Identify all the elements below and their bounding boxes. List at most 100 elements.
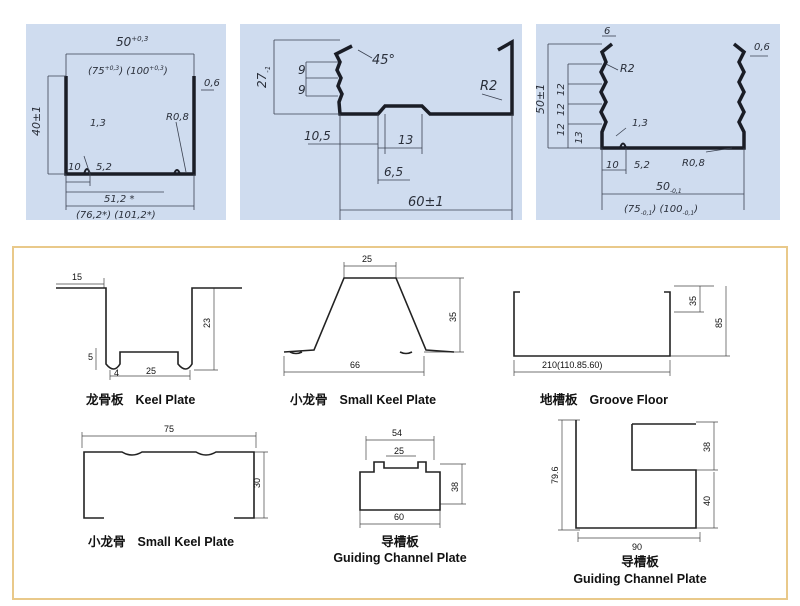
profile-catalog-drawing: 15 23 5 4 25 25 35 66 35 85 210(110.85.6… — [56, 254, 730, 586]
dim-rib: 1,3 — [90, 118, 106, 129]
small-keel-a-dim-25: 25 — [362, 254, 372, 264]
small-keel-b-dim-30: 30 — [252, 478, 262, 488]
dim-rib: 1,3 — [632, 118, 648, 129]
dim-10-5: 10,5 — [304, 129, 331, 143]
dim-12c: 12 — [556, 123, 567, 136]
dim-12b: 12 — [556, 103, 567, 116]
dim-variant-end: ) — [163, 66, 168, 77]
dim-top-width-tol: +0,3 — [131, 35, 148, 43]
groove-floor-dim-85: 85 — [714, 318, 724, 328]
small-keel-a-caption-en: Small Keel Plate — [340, 393, 437, 407]
groove-floor-profile — [513, 291, 671, 357]
groove-floor-dim-210: 210(110.85.60) — [542, 360, 602, 370]
svg-text:50-0,1: 50-0,1 — [656, 180, 682, 195]
dim-variant-2-tol: +0,3 — [149, 65, 164, 72]
dim-thickness: 0,6 — [754, 42, 770, 53]
ribbed-channel-rib — [619, 142, 627, 149]
dim-top-width: 50 — [116, 35, 132, 49]
dim-base-tol: -0,1 — [670, 188, 682, 195]
small-keel-b-caption-cn: 小龙骨 — [87, 534, 126, 549]
dim-variant-1-tol: +0,3 — [105, 65, 120, 72]
guiding-b-dim-38: 38 — [702, 442, 712, 452]
keel-dim-4: 4 — [114, 368, 119, 378]
hat-profile-outline — [333, 38, 514, 116]
dim-height-27: 27 — [255, 72, 269, 88]
small-keel-b-profile — [83, 451, 255, 519]
keel-caption-cn: 龙骨板 — [85, 392, 124, 407]
guiding-a-dim-25: 25 — [394, 446, 404, 456]
dim-base-variants: (76,2*) (101,2*) — [76, 210, 156, 220]
dim-base-v2: ) (100 — [651, 204, 682, 215]
keel-caption-en: Keel Plate — [136, 393, 196, 407]
small-keel-a-dim-66: 66 — [350, 360, 360, 370]
keel-dim-25: 25 — [146, 366, 156, 376]
guiding-b-profile — [575, 420, 697, 529]
dim-radius: R0,8 — [166, 112, 189, 123]
dim-base-v1-tol: -0,1 — [641, 210, 653, 217]
dim-base: 50 — [656, 180, 670, 193]
keel-dim-23: 23 — [202, 318, 212, 328]
svg-text:27-1: 27-1 — [255, 66, 272, 88]
dim-r2: R2 — [620, 62, 635, 75]
keel-plate-profile — [56, 287, 242, 370]
small-keel-a-dim-35: 35 — [448, 312, 458, 322]
guiding-a-dim-54: 54 — [392, 428, 402, 438]
drawing-panel-channel-profile: 50+0,3 (75+0,3) (100+0,3) 40±1 0,6 1,3 R… — [26, 24, 226, 220]
dim-9b: 9 — [298, 83, 306, 97]
keel-dim-5: 5 — [88, 352, 93, 362]
guiding-a-caption-cn: 导槽板 — [381, 534, 419, 549]
dim-r2: R2 — [480, 79, 497, 94]
dim-10: 10 — [68, 162, 81, 173]
dim-base-end: ) — [693, 204, 698, 215]
dim-12a: 12 — [556, 83, 567, 96]
small-keel-b-dim-75: 75 — [164, 424, 174, 434]
dim-radius: R0,8 — [682, 158, 705, 169]
hat-profile-drawing: 27-1 9 9 45° R2 10,5 13 6,5 60±1 — [255, 38, 514, 220]
dim-5-2: 5,2 — [634, 160, 650, 171]
dim-variant-1: (75 — [88, 66, 105, 77]
dim-13: 13 — [574, 131, 585, 144]
dim-6-5: 6,5 — [384, 165, 403, 179]
svg-text:(75+0,3) (100+0,3): (75+0,3) (100+0,3) — [88, 65, 168, 77]
groove-floor-caption-cn: 地槽板 — [540, 392, 578, 407]
dim-height: 40±1 — [30, 106, 43, 136]
dim-6: 6 — [604, 26, 610, 37]
dim-5-2: 5,2 — [96, 162, 112, 173]
keel-dim-15: 15 — [72, 272, 82, 282]
drawing-panel-hat-profile: 27-1 9 9 45° R2 10,5 13 6,5 60±1 — [240, 24, 522, 220]
dim-13: 13 — [398, 133, 413, 147]
drawing-panel-ribbed-channel: 6 0,6 R2 50±1 12 12 12 13 1,3 10 5,2 R0,… — [536, 24, 780, 220]
guiding-b-caption-en: Guiding Channel Plate — [573, 572, 706, 586]
channel-profile-outline — [64, 76, 196, 176]
profile-catalog-panel: 15 23 5 4 25 25 35 66 35 85 210(110.85.6… — [12, 246, 788, 600]
guiding-b-caption-cn: 导槽板 — [621, 554, 659, 569]
guiding-b-dim-90: 90 — [632, 542, 642, 552]
ribbed-channel-drawing: 6 0,6 R2 50±1 12 12 12 13 1,3 10 5,2 R0,… — [536, 26, 770, 217]
dim-width-60: 60±1 — [408, 195, 444, 210]
dim-base-v2-tol: -0,1 — [682, 210, 694, 217]
guiding-a-dim-60: 60 — [394, 512, 404, 522]
ribbed-channel-outline — [599, 42, 747, 150]
dim-10: 10 — [606, 160, 619, 171]
dim-height-27-tol: -1 — [264, 66, 272, 73]
dim-angle: 45° — [372, 53, 395, 68]
guiding-b-dim-79-6: 79.6 — [550, 466, 560, 484]
dim-9a: 9 — [298, 63, 306, 77]
catalog-profiles — [56, 277, 697, 529]
small-keel-a-caption-cn: 小龙骨 — [289, 392, 328, 407]
groove-floor-dim-35: 35 — [688, 296, 698, 306]
dim-base-v1: (75 — [624, 204, 641, 215]
guiding-a-caption-en: Guiding Channel Plate — [333, 551, 466, 565]
dim-thickness: 0,6 — [204, 78, 220, 89]
guiding-a-dim-38: 38 — [450, 482, 460, 492]
dim-height-50: 50±1 — [536, 84, 547, 114]
svg-text:(75-0,1) (100-0,1): (75-0,1) (100-0,1) — [624, 204, 698, 217]
svg-text:50+0,3: 50+0,3 — [116, 35, 148, 49]
small-keel-a-profile — [283, 277, 455, 355]
guiding-a-profile — [359, 461, 441, 511]
small-keel-b-caption-en: Small Keel Plate — [138, 535, 235, 549]
